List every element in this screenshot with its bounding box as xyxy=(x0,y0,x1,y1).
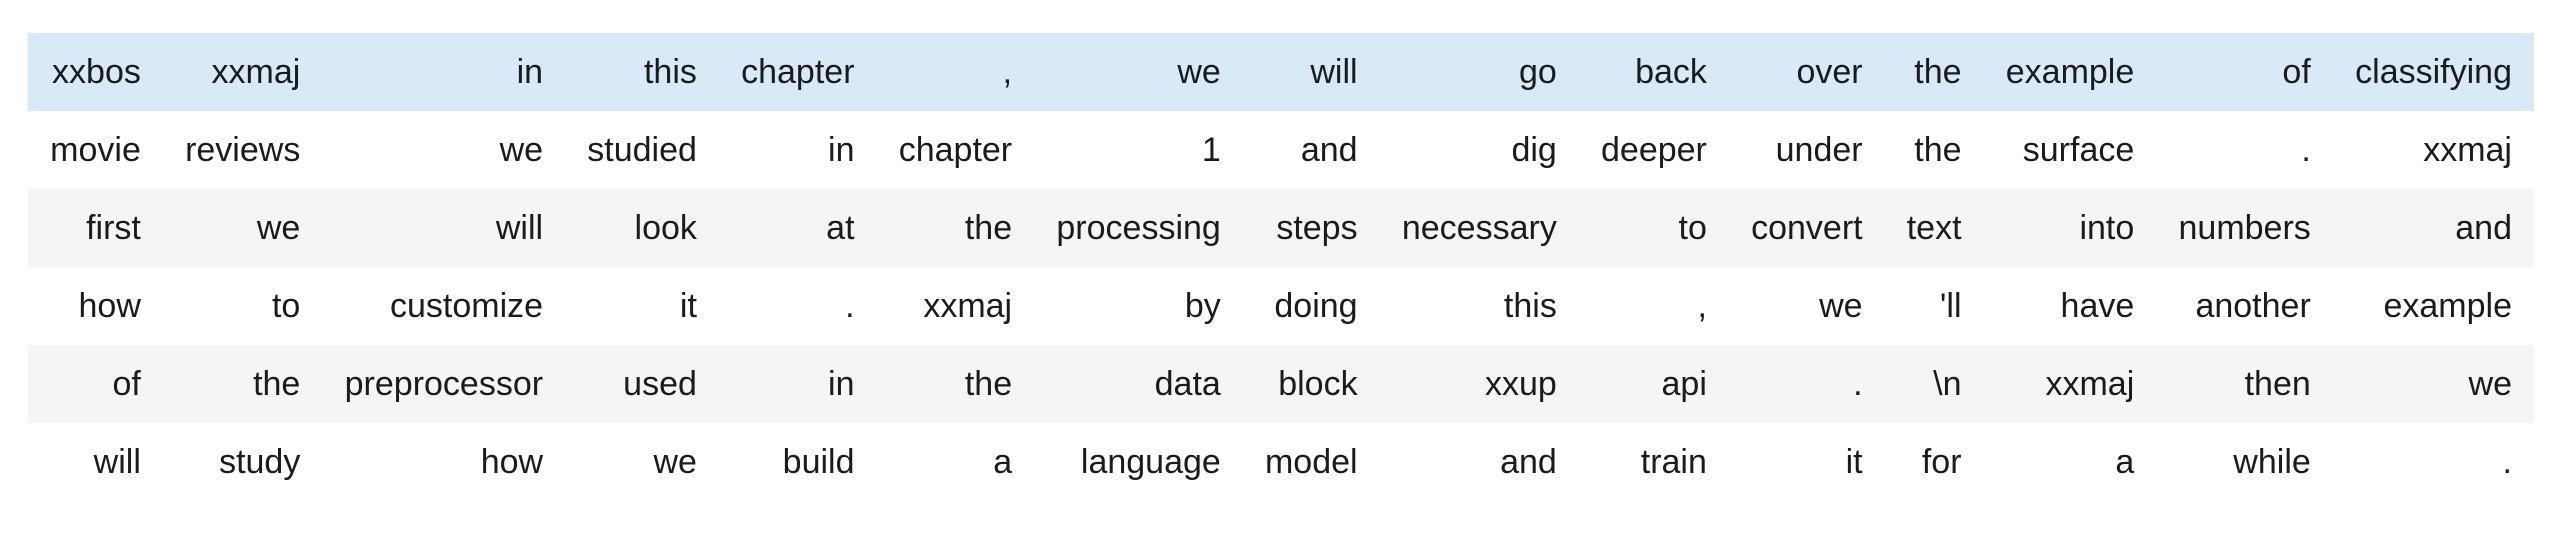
token-cell: doing xyxy=(1274,287,1358,325)
token-cell: have xyxy=(2060,287,2135,325)
token-cell: example xyxy=(2383,287,2512,325)
token-cell: while xyxy=(2233,443,2311,481)
token-cell: look xyxy=(634,209,697,247)
token-cell: back xyxy=(1635,53,1707,91)
token-cell: deeper xyxy=(1601,131,1707,169)
token-cell: language xyxy=(1080,443,1221,481)
token-cell: movie xyxy=(50,131,141,169)
token-cell: of xyxy=(2282,53,2311,91)
token-cell: train xyxy=(1640,443,1707,481)
token-cell: will xyxy=(1310,53,1358,91)
token-row[interactable]: first we will look at the processing steps neces… xyxy=(28,189,2534,267)
token-cell: xxmaj xyxy=(2045,365,2135,403)
token-cell: . xyxy=(2301,131,2311,169)
token-cell: to xyxy=(1678,209,1707,247)
token-cell: the xyxy=(964,365,1013,403)
token-cell: customize xyxy=(390,287,544,325)
token-cell: xxbos xyxy=(52,53,141,91)
token-cell: for xyxy=(1921,443,1962,481)
token-cell: go xyxy=(1519,53,1557,91)
token-table-body: xxbos xxmaj in this chapter, we will go back over… xyxy=(28,33,2534,501)
token-cell: xxmaj xyxy=(211,53,301,91)
token-row[interactable]: will study how we build a language model and trai… xyxy=(28,423,2534,501)
token-cell: we xyxy=(2468,365,2512,403)
token-cell: reviews xyxy=(185,131,301,169)
token-cell: at xyxy=(826,209,855,247)
token-cell: dig xyxy=(1511,131,1557,169)
token-cell: we xyxy=(653,443,697,481)
token-cell: and xyxy=(1500,443,1557,481)
token-cell: xxmaj xyxy=(2423,131,2512,169)
token-cell: in xyxy=(828,365,855,403)
token-cell: studied xyxy=(587,131,697,169)
token-cell: another xyxy=(2195,287,2311,325)
token-cell: this xyxy=(643,53,697,91)
token-cell: classifying xyxy=(2355,53,2512,91)
token-cell: we xyxy=(1177,53,1221,91)
token-cell: of xyxy=(112,365,141,403)
token-row[interactable]: movie reviews we studied in chapter 1 and dig dee… xyxy=(28,111,2534,189)
token-cell: a xyxy=(993,443,1013,481)
token-cell: numbers xyxy=(2178,209,2311,247)
token-cell: , xyxy=(1002,53,1013,91)
token-cell: processing xyxy=(1056,209,1221,247)
token-cell: then xyxy=(2244,365,2311,403)
token-cell: . xyxy=(845,287,855,325)
token-cell: api xyxy=(1661,365,1707,403)
token-cell: block xyxy=(1278,365,1358,403)
token-cell: the xyxy=(964,209,1013,247)
token-cell: the xyxy=(1914,131,1962,169)
token-cell: chapter xyxy=(898,131,1013,169)
token-row[interactable]: xxbos xxmaj in this chapter, we will go back over… xyxy=(28,33,2534,111)
token-cell: model xyxy=(1264,443,1358,481)
token-cell: data xyxy=(1154,365,1221,403)
token-cell: and xyxy=(1300,131,1358,169)
token-cell: this xyxy=(1503,287,1557,325)
token-cell: preprocessor xyxy=(344,365,544,403)
token-cell: in xyxy=(828,131,855,169)
token-cell: it xyxy=(1845,443,1863,481)
token-cell: over xyxy=(1796,53,1863,91)
token-cell: used xyxy=(623,365,697,403)
token-cell: we xyxy=(499,131,544,169)
token-cell: the xyxy=(253,365,301,403)
token-cell: . xyxy=(2502,443,2512,481)
token-cell: will xyxy=(495,209,544,247)
token-cell: it xyxy=(679,287,697,325)
token-cell: necessary xyxy=(1401,209,1557,247)
token-cell: and xyxy=(2455,209,2512,247)
token-row[interactable]: how to customize it. xxmaj by doing this, we 'll h… xyxy=(28,267,2534,345)
token-cell: we xyxy=(256,209,301,247)
token-row[interactable]: of the preprocessor used in the data block xxup a… xyxy=(28,345,2534,423)
token-cell: example xyxy=(2005,53,2135,91)
token-cell: xxmaj xyxy=(923,287,1013,325)
token-cell: \n xyxy=(1933,365,1962,403)
token-cell: first xyxy=(86,209,141,247)
token-cell: in xyxy=(516,53,544,91)
token-cell: will xyxy=(93,443,141,481)
token-cell: steps xyxy=(1276,209,1358,247)
token-cell: convert xyxy=(1751,209,1863,247)
token-cell: text xyxy=(1906,209,1962,247)
token-cell: . xyxy=(1853,365,1863,403)
token-cell: xxup xyxy=(1485,365,1557,403)
token-cell: under xyxy=(1775,131,1863,169)
token-cell: 1 xyxy=(1201,131,1221,169)
token-cell: how xyxy=(480,443,544,481)
token-cell: by xyxy=(1184,287,1221,325)
token-cell: chapter xyxy=(741,53,855,91)
token-cell: build xyxy=(782,443,855,481)
token-cell: we xyxy=(1819,287,1863,325)
token-cell: to xyxy=(271,287,301,325)
token-cell: study xyxy=(219,443,301,481)
token-cell: the xyxy=(1914,53,1962,91)
notebook-output-area: xxbos xxmaj in this chapter, we will go back over… xyxy=(28,33,2534,501)
token-table: xxbos xxmaj in this chapter, we will go back over… xyxy=(28,33,2534,501)
token-cell: , xyxy=(1697,287,1707,325)
token-cell: 'll xyxy=(1939,287,1962,325)
token-cell: how xyxy=(78,287,141,325)
token-cell: surface xyxy=(2022,131,2135,169)
token-cell: into xyxy=(2079,209,2135,247)
token-cell: a xyxy=(2115,443,2135,481)
